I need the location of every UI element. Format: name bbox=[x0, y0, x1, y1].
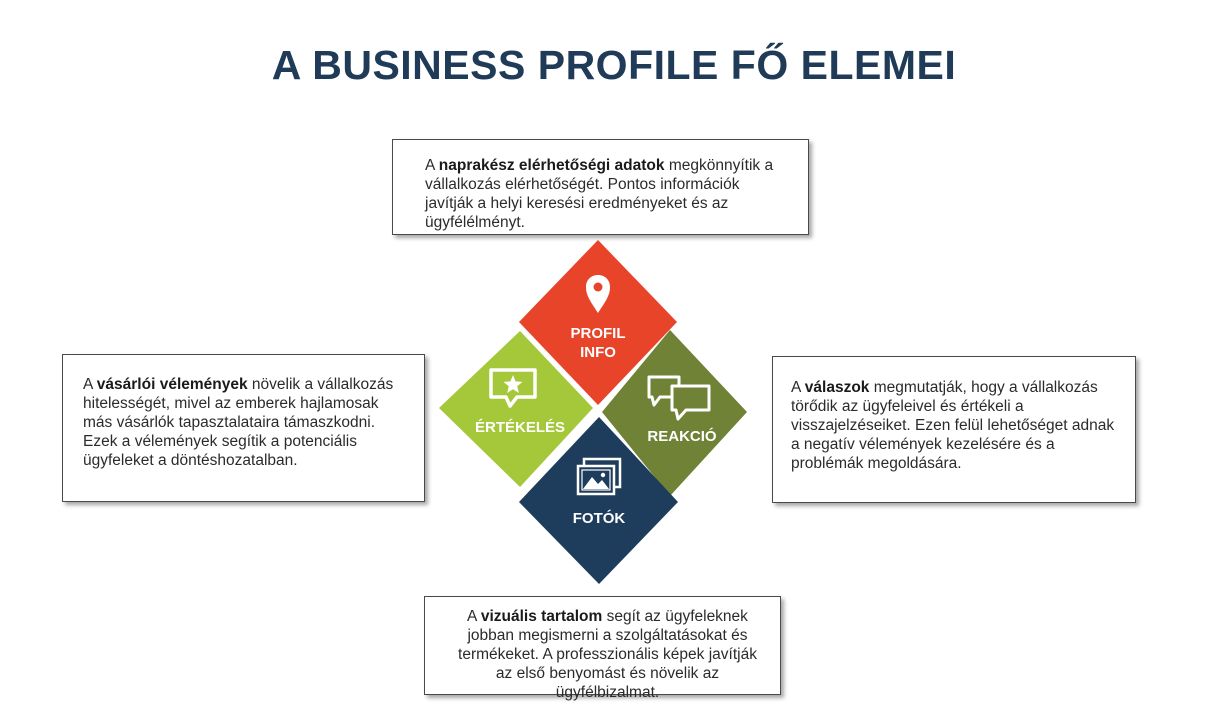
box-text-bold: vizuális tartalom bbox=[480, 608, 603, 625]
label-fotok: FOTÓK bbox=[573, 509, 626, 527]
box-text-bold: naprakész elérhetőségi adatok bbox=[438, 157, 665, 174]
box-text-bold: válaszok bbox=[804, 379, 870, 396]
diamond-shape-top bbox=[519, 240, 677, 405]
location-pin-icon bbox=[586, 275, 610, 313]
diamond-shape-bottom bbox=[519, 417, 678, 584]
diamond-diagram: PROFIL INFO ÉRTÉKELÉS REAKCIÓ bbox=[438, 240, 748, 585]
diamond-profile-info: PROFIL INFO bbox=[519, 240, 677, 405]
info-box-profile: A naprakész elérhetőségi adatok megkönny… bbox=[392, 139, 809, 235]
info-box-reviews: A vásárlói vélemények növelik a vállalko… bbox=[62, 354, 425, 502]
diamond-shape-right bbox=[602, 330, 747, 496]
info-box-responses: A válaszok megmutatják, hogy a vállalkoz… bbox=[772, 356, 1136, 503]
box-text-post: megkönnyítik a vállalkozás elérhetőségét… bbox=[425, 157, 774, 231]
diamond-reakcio: REAKCIÓ bbox=[602, 330, 747, 496]
diamond-ertekeles: ÉRTÉKELÉS bbox=[439, 331, 593, 487]
label-reakcio: REAKCIÓ bbox=[647, 427, 717, 445]
label-profil: PROFIL bbox=[571, 325, 626, 342]
box-text-post: segít az ügyfeleknek jobban megismerni a… bbox=[458, 608, 757, 701]
label-info: INFO bbox=[580, 344, 616, 361]
box-text-bold: vásárlói vélemények bbox=[96, 376, 248, 393]
info-box-photos: A vizuális tartalom segít az ügyfeleknek… bbox=[424, 596, 781, 701]
diamond-shape-left bbox=[439, 331, 593, 487]
label-ertekeles: ÉRTÉKELÉS bbox=[475, 419, 565, 436]
chat-bubbles-icon bbox=[647, 375, 711, 421]
box-text-pre: A bbox=[425, 157, 439, 174]
box-text-post: megmutatják, hogy a vállalkozás törődik … bbox=[791, 379, 1115, 472]
diamond-fotok: FOTÓK bbox=[519, 417, 678, 584]
box-text-pre: A bbox=[83, 376, 97, 393]
photo-gallery-icon bbox=[576, 457, 622, 496]
box-text-post: növelik a vállalkozás hitelességét, mive… bbox=[83, 376, 394, 469]
box-text-pre: A bbox=[791, 379, 805, 396]
star-speech-bubble-icon bbox=[489, 368, 537, 408]
page-title: A BUSINESS PROFILE FŐ ELEMEI bbox=[271, 42, 957, 88]
box-text-pre: A bbox=[467, 608, 481, 625]
